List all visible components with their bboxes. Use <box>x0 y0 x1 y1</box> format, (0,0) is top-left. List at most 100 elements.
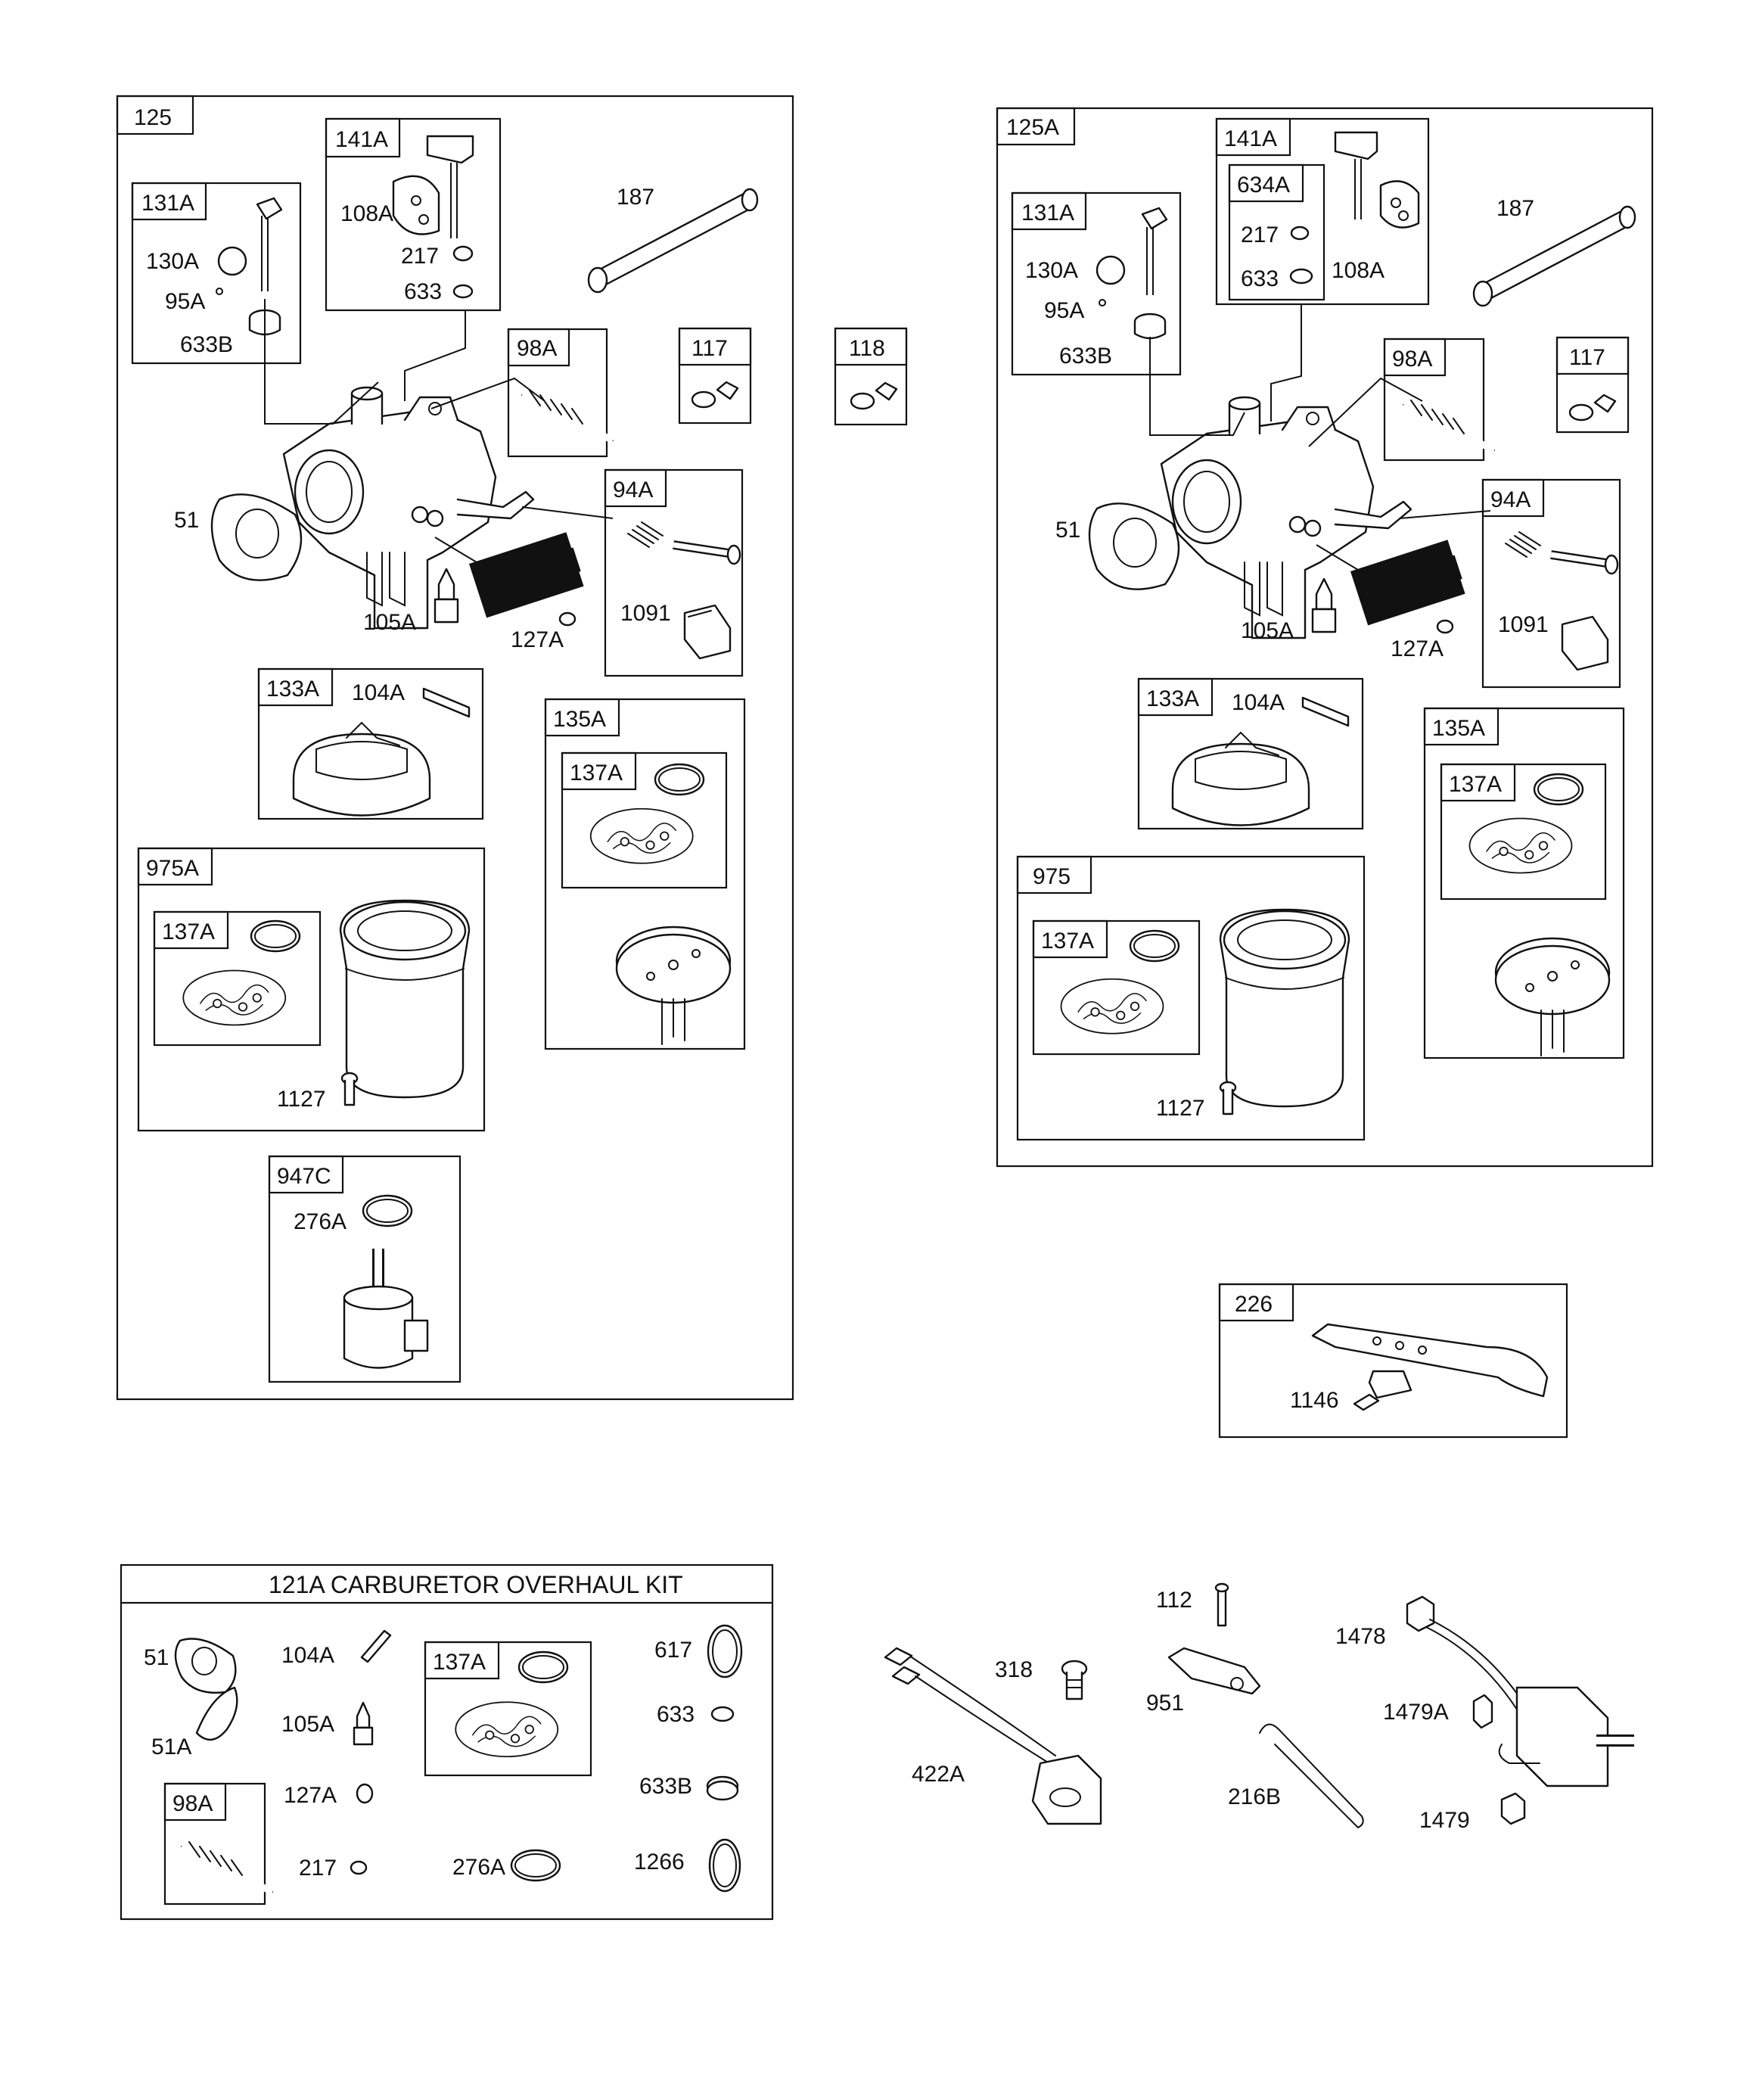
tag-131A: 131A <box>141 191 194 216</box>
label-318: 318 <box>995 1657 1033 1682</box>
kit-tag-98A: 98A <box>172 1791 213 1816</box>
tag-137A-975: 137A <box>162 919 215 944</box>
solenoid-1091-part <box>683 604 732 660</box>
tag-133A: 133A <box>266 677 319 702</box>
label-217-right: 217 <box>1241 222 1279 247</box>
label-95A-right: 95A <box>1044 298 1084 323</box>
solenoid-1478-part <box>1406 1595 1634 1787</box>
label-1091-right: 1091 <box>1498 612 1549 637</box>
label-633B-right: 633B <box>1059 344 1112 369</box>
needle-105A-part <box>434 568 459 624</box>
tag-133A-right: 133A <box>1146 686 1199 711</box>
choke-lever-part <box>392 135 474 299</box>
tag-98A-right: 98A <box>1392 347 1432 372</box>
label-187: 187 <box>617 185 654 210</box>
loose-parts: 112 318 951 422A 216B 1478 <box>884 1582 1634 1833</box>
tag-141A: 141A <box>335 127 388 152</box>
label-105A: 105A <box>363 610 416 635</box>
gasket-51-part <box>210 493 303 581</box>
label-130A: 130A <box>146 249 199 274</box>
label-104A-right: 104A <box>1232 690 1285 715</box>
label-130A-right: 130A <box>1025 258 1078 283</box>
label-108A-right: 108A <box>1332 258 1385 283</box>
label-1091: 1091 <box>620 601 671 626</box>
tag-135A: 135A <box>553 707 606 732</box>
kit-label-617: 617 <box>654 1638 692 1663</box>
label-105A-right: 105A <box>1241 618 1294 643</box>
kit-title: 121A CARBURETOR OVERHAUL KIT <box>269 1571 683 1598</box>
tag-137A-135-right: 137A <box>1449 772 1502 797</box>
label-633-right: 633 <box>1241 266 1279 291</box>
tag-947C: 947C <box>277 1164 331 1189</box>
label-276A: 276A <box>294 1209 347 1234</box>
tag-135A-right: 135A <box>1432 716 1485 741</box>
label-1146: 1146 <box>1290 1388 1339 1413</box>
tag-226: 226 <box>1235 1292 1273 1317</box>
tag-975: 975 <box>1033 864 1071 889</box>
tag-117-right: 117 <box>1569 345 1605 370</box>
gasket-51-part-right <box>1088 502 1180 590</box>
label-217: 217 <box>401 244 439 269</box>
label-187-right: 187 <box>1496 196 1534 221</box>
label-422A: 422A <box>912 1762 965 1787</box>
label-216B: 216B <box>1228 1784 1281 1809</box>
label-1127: 1127 <box>277 1087 326 1112</box>
kit-label-105A: 105A <box>281 1712 334 1737</box>
label-951: 951 <box>1146 1691 1184 1716</box>
mixture-screw-part-right <box>1505 531 1619 575</box>
label-95A: 95A <box>165 289 205 314</box>
kit-label-104A: 104A <box>281 1643 334 1668</box>
choke-lever-part-right <box>1334 131 1420 229</box>
kit-label-276A: 276A <box>452 1855 505 1880</box>
kit-label-1266: 1266 <box>634 1850 685 1874</box>
screw-117-part <box>691 381 739 409</box>
carburetor-overhaul-kit-121A: 121A CARBURETOR OVERHAUL KIT 51 51A 98A … <box>120 1563 774 1921</box>
kit-label-633B: 633B <box>639 1774 692 1799</box>
tag-118: 118 <box>849 336 885 361</box>
label-1479: 1479 <box>1419 1808 1470 1833</box>
label-1127-right: 1127 <box>1156 1096 1205 1121</box>
tag-634A: 634A <box>1237 173 1290 198</box>
fuel-tube-part <box>587 188 759 294</box>
kit-label-217: 217 <box>299 1856 337 1881</box>
tag-125A: 125A <box>1006 115 1059 140</box>
part-118-box: 118 <box>834 327 908 426</box>
tag-94A-right: 94A <box>1490 487 1531 512</box>
label-112: 112 <box>1156 1588 1192 1613</box>
tag-98A: 98A <box>517 336 557 361</box>
kit-tag-137A: 137A <box>433 1650 486 1675</box>
carburetor-assembly-125A: 125A 141A 634A 217 633 108A 131A <box>996 107 1654 1168</box>
label-633: 633 <box>404 279 442 304</box>
governor-lever-part <box>1311 1323 1549 1399</box>
nikki-logo: NIKKI <box>469 532 586 618</box>
tag-94A: 94A <box>613 478 653 502</box>
part-226-box: 226 1146 <box>1218 1283 1568 1439</box>
bolt-318-part <box>1061 1660 1088 1700</box>
label-51: 51 <box>174 508 199 533</box>
tag-975A: 975A <box>146 856 199 881</box>
label-108A: 108A <box>340 201 393 226</box>
label-51-right: 51 <box>1055 518 1080 543</box>
throttle-shaft-part-right <box>1095 207 1168 340</box>
kit-label-51A: 51A <box>151 1734 191 1759</box>
label-1479A: 1479A <box>1383 1700 1449 1725</box>
needle-105A-part-right <box>1311 577 1337 633</box>
screw-1127-part <box>340 1072 359 1106</box>
throttle-shaft-part <box>216 197 283 336</box>
tag-137A-975-right: 137A <box>1041 929 1094 954</box>
label-127A: 127A <box>511 627 564 652</box>
mixture-screw-part <box>627 521 741 565</box>
tag-137A-135: 137A <box>570 761 623 786</box>
fuel-tube-part-right <box>1472 205 1636 307</box>
tag-117: 117 <box>691 336 728 361</box>
tag-141A-right: 141A <box>1224 126 1277 151</box>
tag-131A-right: 131A <box>1021 201 1074 226</box>
wire-harness-422A-part <box>884 1647 1102 1825</box>
kit-label-633: 633 <box>657 1702 695 1727</box>
screw-1127-part-right <box>1219 1081 1237 1115</box>
bracket-951-part <box>1167 1647 1261 1695</box>
nikki-logo-right: NIKKI <box>1350 540 1467 626</box>
solenoid-947C-part <box>343 1249 429 1369</box>
label-633B: 633B <box>180 332 233 357</box>
